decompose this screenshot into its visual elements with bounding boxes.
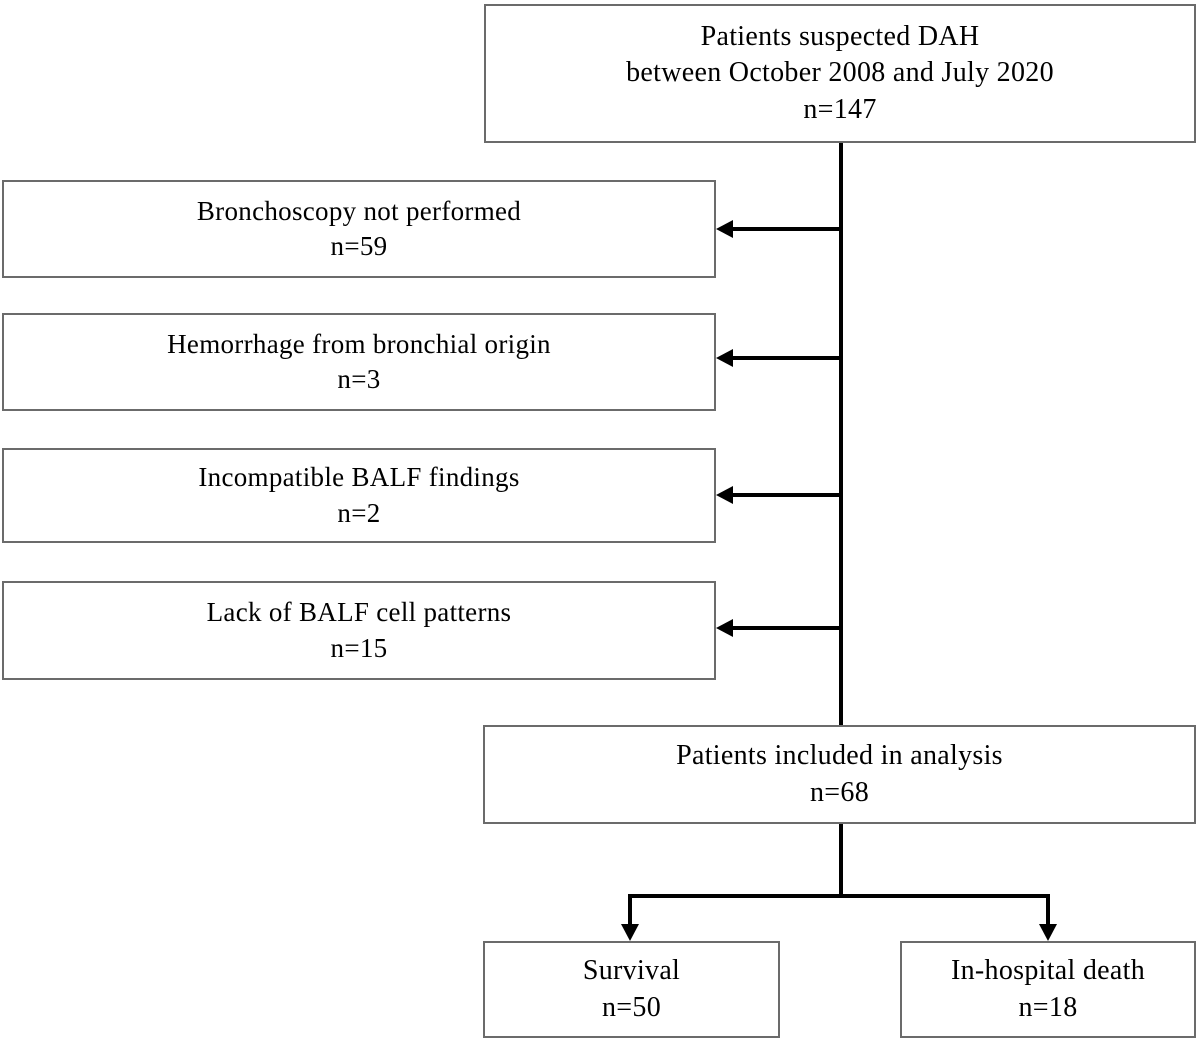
connector-exclusion-1 — [732, 227, 841, 231]
node-exclusion-1-label: Bronchoscopy not performed — [196, 195, 522, 226]
node-exclusion-lack-of-balf-cell-patterns: Lack of BALF cell patterns n=15 — [2, 581, 716, 680]
branch-drop-survival — [628, 894, 632, 928]
arrowhead-exclusion-2 — [716, 349, 733, 367]
node-exclusion-bronchoscopy-not-performed: Bronchoscopy not performed n=59 — [2, 180, 716, 278]
arrowhead-exclusion-3 — [716, 486, 733, 504]
node-exclusion-3-count: n=2 — [337, 497, 381, 528]
branch-drop-in-hospital-death — [1046, 894, 1050, 928]
connector-exclusion-3 — [732, 493, 841, 497]
node-outcome-survival: Survival n=50 — [483, 941, 780, 1038]
node-exclusion-2-count: n=3 — [337, 364, 381, 394]
node-exclusion-hemorrhage-bronchial-origin: Hemorrhage from bronchial origin n=3 — [2, 313, 716, 411]
node-outcome-survival-count: n=50 — [602, 991, 661, 1023]
node-suspected-dah-count: n=147 — [803, 93, 877, 125]
node-patients-included-label: Patients included in analysis — [676, 740, 1003, 772]
node-patients-included: Patients included in analysis n=68 — [483, 725, 1196, 824]
node-outcome-in-hospital-death-count: n=18 — [1018, 991, 1078, 1023]
connector-exclusion-4 — [732, 626, 841, 630]
node-patients-included-count: n=68 — [810, 776, 869, 808]
node-exclusion-1-count: n=59 — [330, 231, 388, 261]
node-exclusion-4-label: Lack of BALF cell patterns — [206, 597, 512, 628]
node-exclusion-incompatible-balf-findings: Incompatible BALF findings n=2 — [2, 448, 716, 543]
connector-exclusion-2 — [732, 356, 841, 360]
spine-included-to-split — [839, 824, 843, 898]
node-exclusion-3-label: Incompatible BALF findings — [198, 462, 520, 493]
node-exclusion-2-label: Hemorrhage from bronchial origin — [167, 328, 551, 359]
node-outcome-in-hospital-death-label: In-hospital death — [950, 955, 1146, 987]
arrowhead-survival — [621, 924, 639, 941]
node-exclusion-4-count: n=15 — [330, 632, 388, 663]
arrowhead-exclusion-1 — [716, 220, 733, 238]
node-outcome-survival-label: Survival — [582, 955, 681, 987]
node-suspected-dah: Patients suspected DAH between October 2… — [484, 4, 1196, 143]
arrowhead-exclusion-4 — [716, 619, 733, 637]
arrowhead-in-hospital-death — [1039, 924, 1057, 941]
spine-source-to-included — [839, 143, 843, 725]
node-suspected-dah-line2: between October 2008 and July 2020 — [626, 57, 1054, 89]
node-suspected-dah-line1: Patients suspected DAH — [700, 20, 980, 52]
node-outcome-in-hospital-death: In-hospital death n=18 — [900, 941, 1196, 1038]
split-bar-outcomes — [628, 894, 1050, 898]
